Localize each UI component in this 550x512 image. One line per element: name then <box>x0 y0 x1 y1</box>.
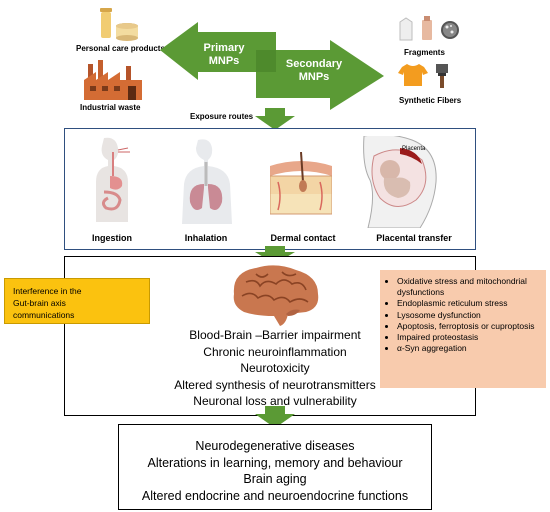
gut-brain-axis-box: Interference in the Gut-brain axis commu… <box>4 278 150 324</box>
dermal-contact-label: Dermal contact <box>270 233 336 243</box>
outcome-line: Altered endocrine and neuroendocrine fun… <box>141 488 409 503</box>
outcome-line: Alterations in learning, memory and beha… <box>147 455 403 470</box>
mechanism-item: Impaired proteostasis <box>397 332 540 343</box>
neuro-effects-list: Blood-Brain –Barrier impairment Chronic … <box>0 327 550 410</box>
synthetic-fibers-label: Synthetic Fibers <box>399 96 462 105</box>
ingestion-icon <box>84 136 140 228</box>
mechanism-item: Apoptosis, ferroptosis or cuproptosis <box>397 321 540 332</box>
down-arrow-3 <box>255 406 295 428</box>
mechanism-item: Oxidative stress and mitochondrial dysfu… <box>397 276 540 298</box>
secondary-label: Secondary MNPs <box>285 58 343 83</box>
ingestion-label: Ingestion <box>92 233 132 243</box>
exposure-routes-label: Exposure routes <box>190 112 254 121</box>
outcome-line: Brain aging <box>243 472 307 486</box>
down-arrow-1 <box>255 108 295 130</box>
mnp-arrows <box>160 22 384 110</box>
placental-transfer-label: Placental transfer <box>376 233 452 243</box>
t-shirt-icon <box>398 62 428 86</box>
brush-icon <box>433 60 455 88</box>
skin-icon <box>269 151 333 216</box>
primary-arrow <box>160 22 276 80</box>
fragments-icon <box>396 14 464 42</box>
inhalation-label: Inhalation <box>184 233 228 243</box>
mechanism-item: Lysosome dysfunction <box>397 310 540 321</box>
effect-line: Altered synthesis of neurotransmitters <box>174 377 376 392</box>
outcomes-list: Neurodegenerative diseases Alterations i… <box>0 438 550 504</box>
effect-line: Neurotoxicity <box>240 361 310 375</box>
effect-line: Chronic neuroinflammation <box>203 344 347 359</box>
secondary-arrow <box>256 40 384 110</box>
primary-label: Primary MNPs <box>203 42 245 67</box>
cellular-mechanisms-box: Oxidative stress and mitochondrial dysfu… <box>380 270 546 388</box>
personal-care-label: Personal care products <box>76 44 165 53</box>
placenta-caption: Placenta <box>402 146 426 152</box>
down-arrow-2 <box>255 246 295 264</box>
effect-line: Blood-Brain –Barrier impairment <box>189 328 361 342</box>
personal-care-icon <box>96 6 140 42</box>
inhalation-icon <box>172 138 242 228</box>
outcome-line: Neurodegenerative diseases <box>195 439 355 453</box>
effect-line: Neuronal loss and vulnerability <box>193 394 357 408</box>
placenta-icon <box>360 134 446 229</box>
factory-icon <box>82 56 144 100</box>
mechanism-item: α-Syn aggregation <box>397 343 540 354</box>
mechanism-item: Endoplasmic reticulum stress <box>397 298 540 309</box>
brain-icon <box>226 264 324 326</box>
fragments-label: Fragments <box>404 48 445 57</box>
outcomes-box <box>118 424 432 510</box>
industrial-waste-label: Industrial waste <box>80 103 141 112</box>
